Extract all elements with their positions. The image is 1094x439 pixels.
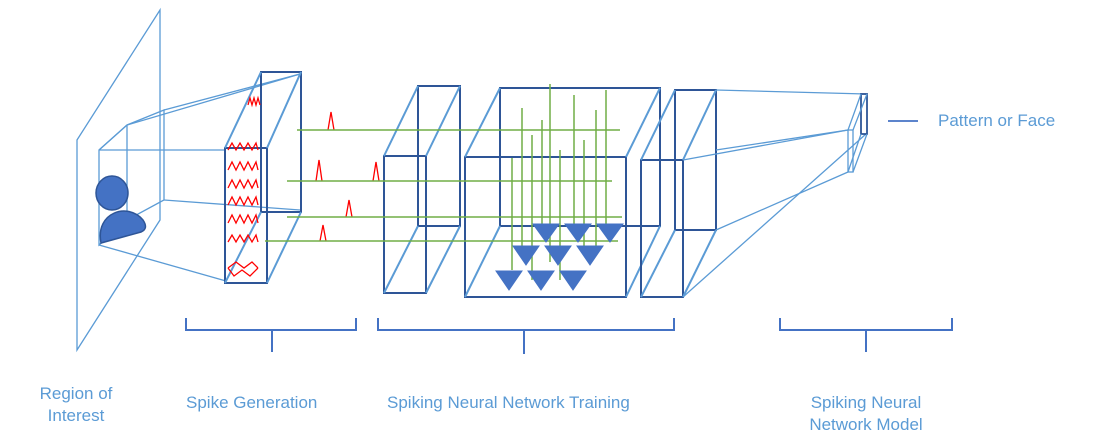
training-layer-3 — [640, 89, 717, 298]
spike-trains — [227, 95, 261, 277]
snn-model-label-line-1: Spiking Neural — [810, 393, 922, 412]
training-layer-1 — [383, 85, 461, 294]
region-of-interest-box — [98, 73, 301, 282]
snn-training-label: Spiking Neural Network Training — [387, 393, 630, 412]
training-layer-2 — [464, 87, 661, 298]
snn-model-output — [682, 89, 868, 298]
spike-generation-label: Spike Generation — [186, 393, 318, 412]
neuron-population — [495, 223, 624, 291]
brace-snn-model — [779, 318, 953, 352]
brace-snn-training — [377, 318, 675, 354]
output-label: Pattern or Face — [938, 111, 1056, 130]
region-label-line-1: Region of — [39, 384, 113, 403]
snn-model-label-line-2: Network Model — [809, 415, 923, 434]
region-label-line-2: Interest — [47, 406, 105, 425]
spike-generation-layer — [224, 71, 302, 284]
person-icon — [95, 175, 147, 244]
brace-spike-generation — [185, 318, 357, 352]
snn-model-label: Spiking Neural Network Model — [790, 392, 942, 436]
transmitted-spikes — [315, 111, 380, 242]
region-of-interest-label: Region of Interest — [20, 383, 132, 427]
